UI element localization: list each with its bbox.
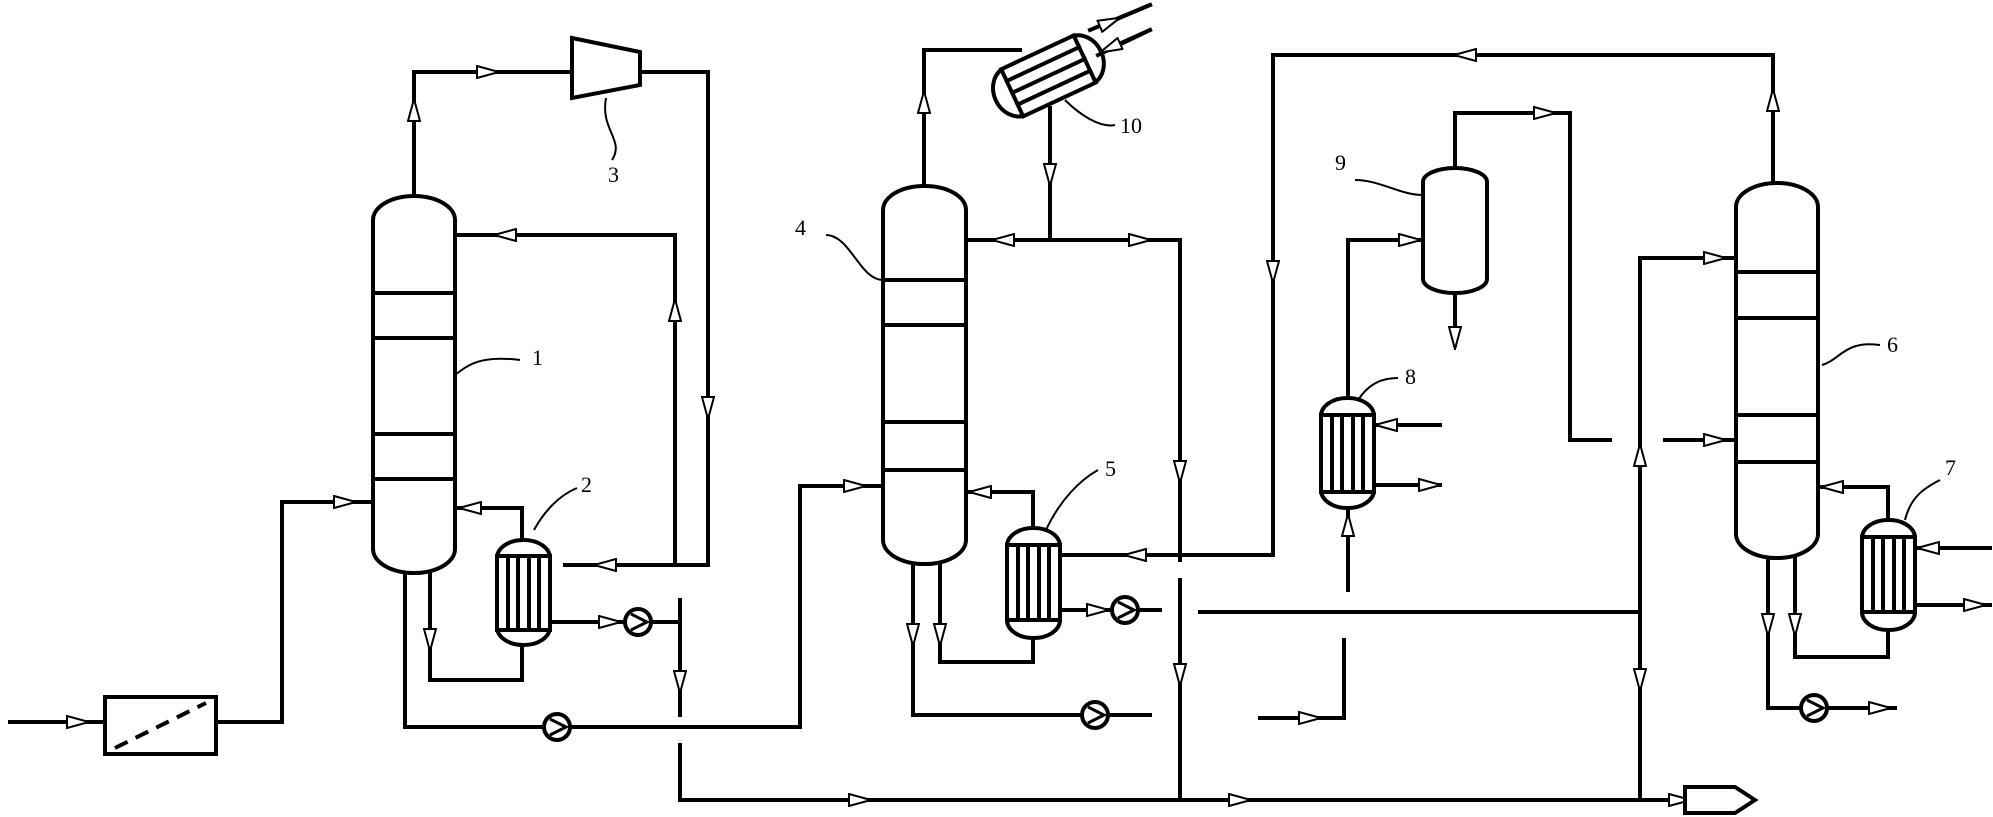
label-exchanger-8: 8 <box>1405 364 1416 389</box>
pump-1 <box>623 607 653 637</box>
label-column-6: 6 <box>1887 332 1898 357</box>
condenser-10-outlet <box>964 106 1180 802</box>
condenser-10-coolant <box>1087 2 1153 58</box>
drum-9 <box>1421 166 1489 295</box>
column-1 <box>371 194 457 575</box>
column-6-feed <box>1198 258 1738 802</box>
label-column-1: 1 <box>532 345 543 370</box>
reboiler-2-outlet <box>548 598 680 717</box>
pump-5 <box>1799 693 1829 723</box>
bottom-header <box>678 743 1685 800</box>
label-reboiler-2: 2 <box>581 472 592 497</box>
reboiler-2 <box>495 538 552 647</box>
column-6-bottoms <box>1768 487 1897 708</box>
reboiler-5 <box>1005 526 1062 640</box>
drum-9-lines <box>1258 113 1612 718</box>
reboiler-7 <box>1860 518 1992 632</box>
column-6-overhead-recycle <box>1058 55 1773 555</box>
column-4-bottoms <box>913 492 1162 717</box>
label-column-4: 4 <box>795 215 806 240</box>
condenser-10 <box>991 32 1106 120</box>
label-reboiler-5: 5 <box>1105 456 1116 481</box>
column-4 <box>881 184 968 566</box>
feed-line <box>8 502 372 722</box>
label-condenser-10: 10 <box>1120 113 1142 138</box>
label-compressor-3: 3 <box>608 162 619 187</box>
label-reboiler-7: 7 <box>1945 455 1956 480</box>
column-1-bottoms <box>403 486 887 729</box>
exchanger-8 <box>1319 396 1442 510</box>
pump-2 <box>542 712 572 742</box>
label-drum-9: 9 <box>1335 150 1346 175</box>
column-1-overhead <box>414 72 708 565</box>
column-6 <box>1734 181 1820 560</box>
compressor-3 <box>570 35 642 101</box>
pump-3 <box>1110 595 1140 625</box>
column-1-reflux <box>453 235 675 567</box>
column-4-overhead <box>924 48 1022 188</box>
feed-filter <box>103 695 218 756</box>
leader-lines <box>454 97 1941 531</box>
pump-4 <box>1080 700 1110 730</box>
product-outlet <box>1683 785 1759 815</box>
